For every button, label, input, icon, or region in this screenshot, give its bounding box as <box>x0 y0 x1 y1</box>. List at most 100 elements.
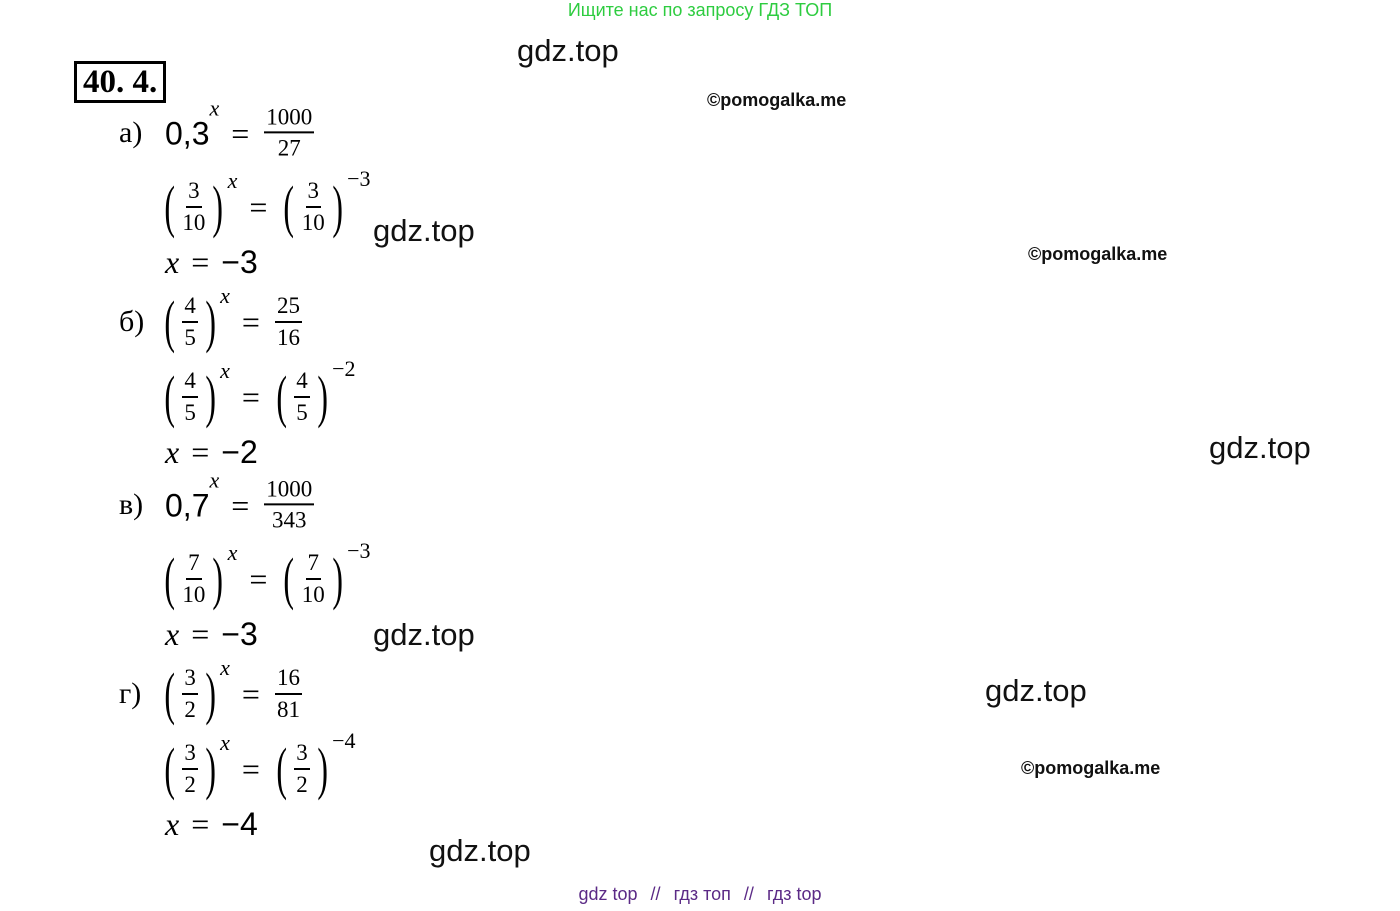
part-label: б) <box>119 305 145 338</box>
part-label: в) <box>119 488 144 521</box>
denominator: 27 <box>277 135 301 161</box>
equals: = <box>191 244 210 280</box>
numerator: 3 <box>186 179 202 208</box>
answer-c: x = −3 <box>165 618 258 650</box>
denominator: 10 <box>301 209 325 235</box>
search-banner: Ищите нас по запросу ГДЗ ТОП <box>567 0 833 20</box>
denominator: 2 <box>296 771 308 797</box>
footer-link[interactable]: gdz top <box>578 884 638 904</box>
equals: = <box>241 751 260 787</box>
answer-a: x = −3 <box>165 246 258 278</box>
equals: = <box>241 379 260 415</box>
equals: = <box>231 115 250 151</box>
watermark-gdz: gdz.top <box>373 617 475 652</box>
variable: x <box>165 434 180 470</box>
numerator: 7 <box>305 551 322 580</box>
watermark-gdz: gdz.top <box>373 213 475 248</box>
answer-value: −4 <box>221 806 258 842</box>
exponent: x <box>220 358 230 383</box>
watermark-gdz: gdz.top <box>429 833 531 868</box>
exponent: −3 <box>347 538 371 563</box>
denominator: 16 <box>276 324 300 350</box>
exponent: x <box>220 655 230 680</box>
equals: = <box>249 561 268 597</box>
exponent: x <box>220 283 230 308</box>
exponent: x <box>227 540 238 565</box>
base: 0,3 <box>165 115 210 151</box>
equals: = <box>191 806 210 842</box>
exponent: x <box>209 95 220 121</box>
equals: = <box>241 676 260 712</box>
watermark-gdz: gdz.top <box>1209 430 1311 465</box>
numerator: 4 <box>182 369 198 398</box>
numerator: 1000 <box>264 477 315 506</box>
answer-d: x=−4 <box>165 808 258 840</box>
exponent: x <box>227 168 238 193</box>
numerator: 3 <box>182 741 198 770</box>
watermark-gdz: gdz.top <box>985 673 1087 708</box>
problem-number: 40. 4. <box>74 61 167 103</box>
exponent: x <box>220 730 230 755</box>
numerator: 3 <box>294 741 310 770</box>
exponent: x <box>209 467 220 493</box>
numerator: 4 <box>294 369 310 398</box>
answer-b: x=−2 <box>165 436 258 468</box>
footer-link[interactable]: гдз top <box>766 884 822 904</box>
denominator: 5 <box>184 399 196 425</box>
denominator: 81 <box>276 696 300 722</box>
denominator: 2 <box>184 696 196 722</box>
denominator: 343 <box>272 507 307 533</box>
part-label: г) <box>119 677 142 710</box>
footer-links: gdz top // гдз топ // гдз top <box>0 884 1400 905</box>
exponent: −3 <box>347 166 371 191</box>
footer-link[interactable]: гдз топ <box>673 884 731 904</box>
equals: = <box>191 434 210 470</box>
footer-separator: // <box>743 884 754 904</box>
exponent: −2 <box>332 356 356 381</box>
equals: = <box>241 304 260 340</box>
variable: x <box>165 616 180 652</box>
denominator: 2 <box>184 771 196 797</box>
numerator: 7 <box>186 551 202 580</box>
equals: = <box>191 616 210 652</box>
numerator: 3 <box>305 179 322 208</box>
denominator: 5 <box>184 324 196 350</box>
equals: = <box>231 487 250 523</box>
denominator: 10 <box>182 581 206 607</box>
numerator: 3 <box>182 666 198 695</box>
watermark-pomogalka: ©pomogalka.me <box>1028 244 1168 264</box>
answer-value: −3 <box>221 244 258 280</box>
denominator: 10 <box>301 581 325 607</box>
watermark-pomogalka: ©pomogalka.me <box>1021 758 1161 778</box>
denominator: 10 <box>182 209 206 235</box>
numerator: 4 <box>182 294 198 323</box>
denominator: 5 <box>296 399 308 425</box>
watermark-gdz: gdz.top <box>517 33 619 68</box>
watermark-pomogalka: ©pomogalka.me <box>707 90 847 110</box>
base: 0,7 <box>165 487 210 523</box>
answer-value: −3 <box>221 616 258 652</box>
variable: x <box>165 244 180 280</box>
